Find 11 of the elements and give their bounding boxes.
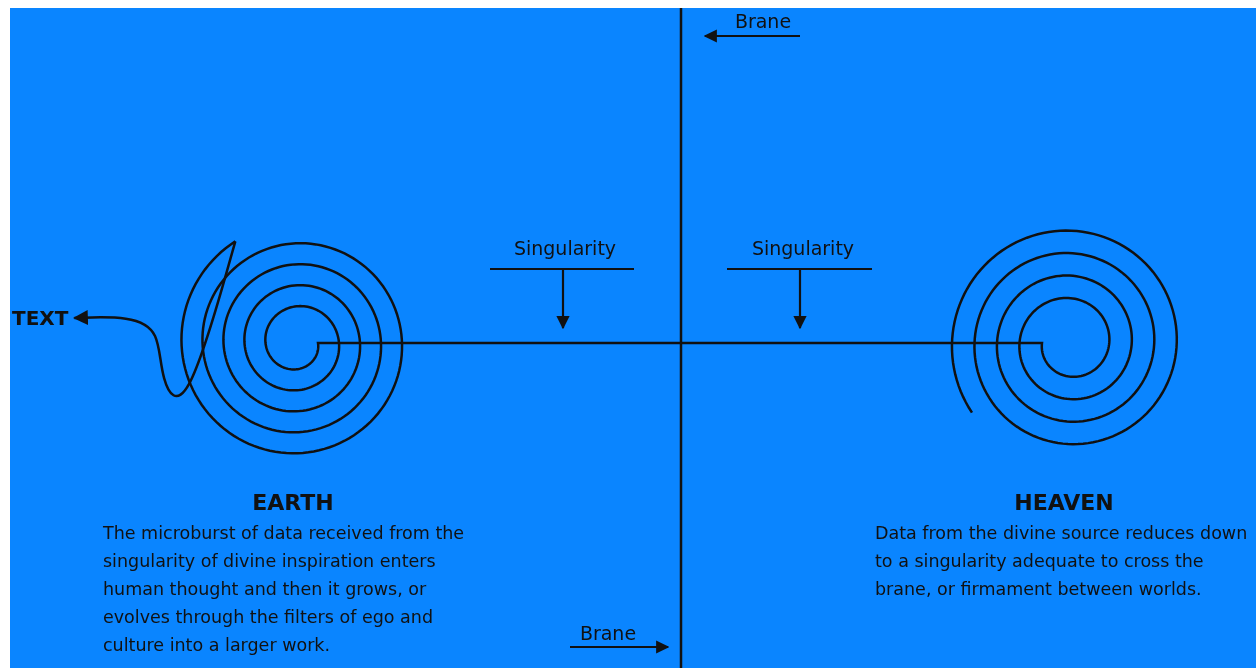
region-heading: HEAVEN — [1014, 490, 1114, 515]
text-label: Brane — [579, 622, 637, 644]
region-heading: EARTH — [252, 490, 334, 515]
arrow — [72, 240, 237, 398]
text-label: TEXT — [12, 306, 69, 330]
text-label: Singularity — [513, 237, 617, 259]
connector-line — [406, 341, 948, 345]
text-label: Brane — [734, 10, 792, 32]
description: The microburst of data received from the singularity of divine inspiration enters human thought and then it grows, or evolves through the filters of ego and culture into a larger work. — [103, 522, 466, 657]
text-label: Singularity — [751, 237, 855, 259]
description: Data from the divine source reduces down to a singularity adequate to cross the brane, or firmament between worlds. — [875, 522, 1249, 601]
